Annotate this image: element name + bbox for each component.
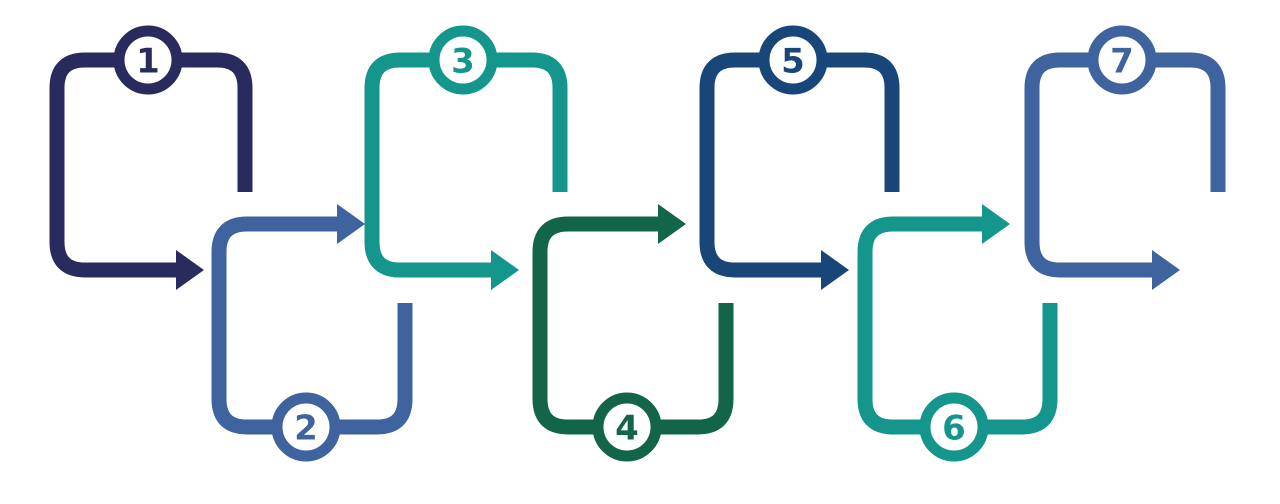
step-1-track xyxy=(49,52,253,278)
step-2-badge xyxy=(271,392,341,462)
step-5: 5 xyxy=(699,25,900,290)
step-3-track xyxy=(364,52,568,278)
step-1: 1 xyxy=(49,25,253,290)
arrow-right-icon xyxy=(1152,250,1180,290)
arrow-right-icon xyxy=(491,250,519,290)
step-1-badge xyxy=(113,25,183,95)
step-7-number: 7 xyxy=(1110,42,1134,82)
step-4-track xyxy=(532,216,734,435)
step-3-badge xyxy=(428,25,498,95)
step-2: 2 xyxy=(211,204,413,462)
step-2-track xyxy=(211,216,413,435)
arrow-right-icon xyxy=(658,204,686,244)
step-5-number: 5 xyxy=(781,42,805,82)
step-3: 3 xyxy=(364,25,568,290)
step-6-badge xyxy=(919,392,989,462)
arrow-right-icon xyxy=(982,204,1010,244)
arrow-right-icon xyxy=(821,250,849,290)
step-3-number: 3 xyxy=(451,42,475,82)
step-5-badge xyxy=(758,25,828,95)
step-7-track xyxy=(1024,52,1226,278)
step-6: 6 xyxy=(857,204,1058,462)
step-4: 4 xyxy=(532,204,734,462)
step-6-number: 6 xyxy=(942,409,966,449)
step-1-number: 1 xyxy=(136,42,160,82)
step-6-track xyxy=(857,216,1058,435)
arrow-right-icon xyxy=(176,250,204,290)
step-4-badge xyxy=(592,392,662,462)
arrow-right-icon xyxy=(337,204,365,244)
step-4-number: 4 xyxy=(615,409,639,449)
step-7: 7 xyxy=(1024,25,1226,290)
step-5-track xyxy=(699,52,900,278)
step-7-badge xyxy=(1087,25,1157,95)
step-2-number: 2 xyxy=(294,409,318,449)
